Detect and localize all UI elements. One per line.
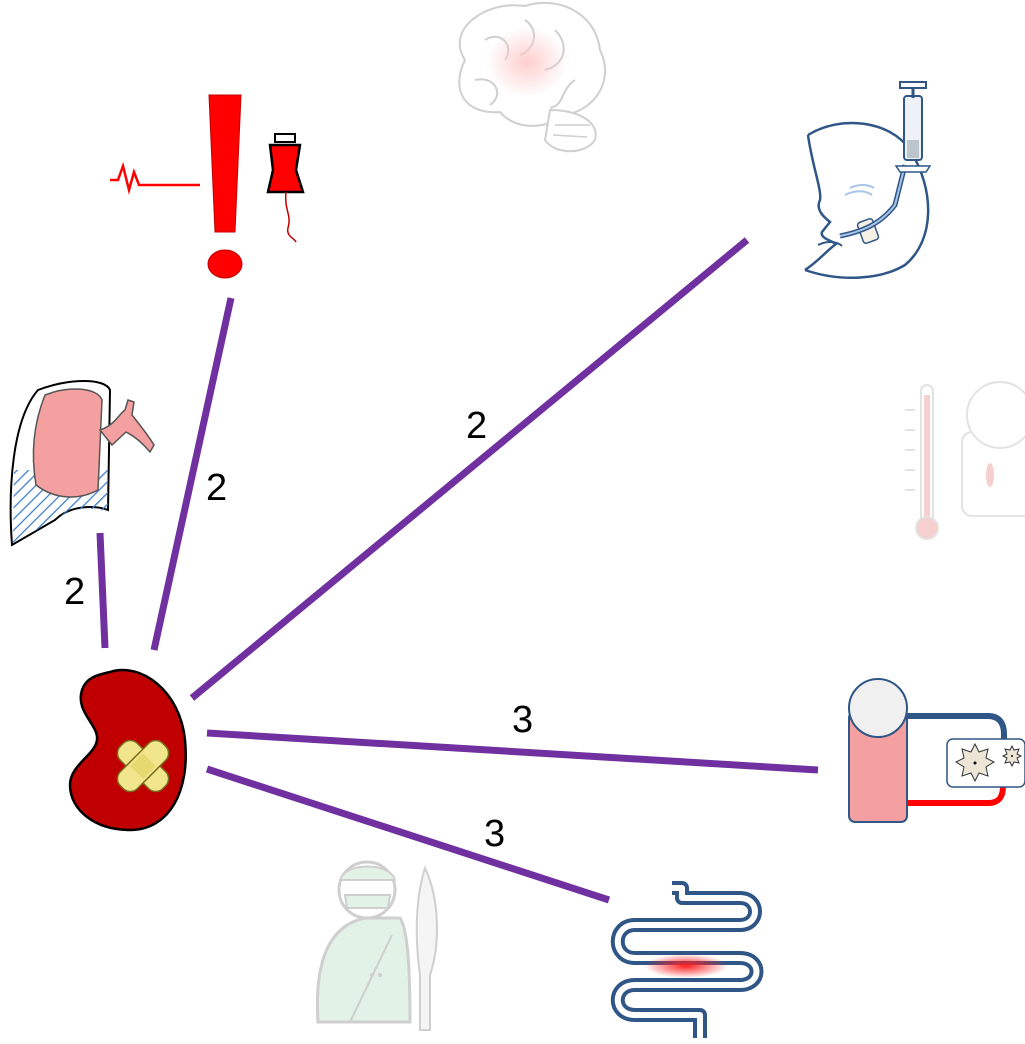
edge-kidney-intubation (192, 240, 747, 698)
edge-label-kidney-shock: 2 (206, 467, 227, 509)
edge-label-kidney-bowel: 3 (484, 813, 505, 855)
edge-kidney-bowel (207, 769, 609, 900)
exclamation-bar (209, 95, 241, 232)
inflamed-bowel-icon (618, 888, 757, 1038)
edge-kidney-lung (100, 533, 105, 648)
patient-circuit-icon (849, 679, 1025, 822)
edges (100, 240, 818, 900)
blood-bag-icon (268, 134, 303, 242)
thermometer-patient-icon (905, 382, 1025, 539)
edge-label-kidney-ecmo: 3 (512, 699, 533, 741)
hemorrhage-alert-icon (110, 95, 303, 278)
edge-label-kidney-lung: 2 (64, 571, 85, 613)
intubated-face-icon (805, 82, 930, 278)
pleural-effusion-lung-icon (11, 381, 154, 545)
brain-icon (459, 3, 605, 151)
edge-label-kidney-intubation: 2 (466, 405, 487, 447)
surgeon-scalpel-icon (317, 862, 437, 1030)
ekg-trace (110, 166, 200, 190)
exclamation-dot (208, 250, 242, 278)
injured-kidney-icon (70, 670, 186, 830)
